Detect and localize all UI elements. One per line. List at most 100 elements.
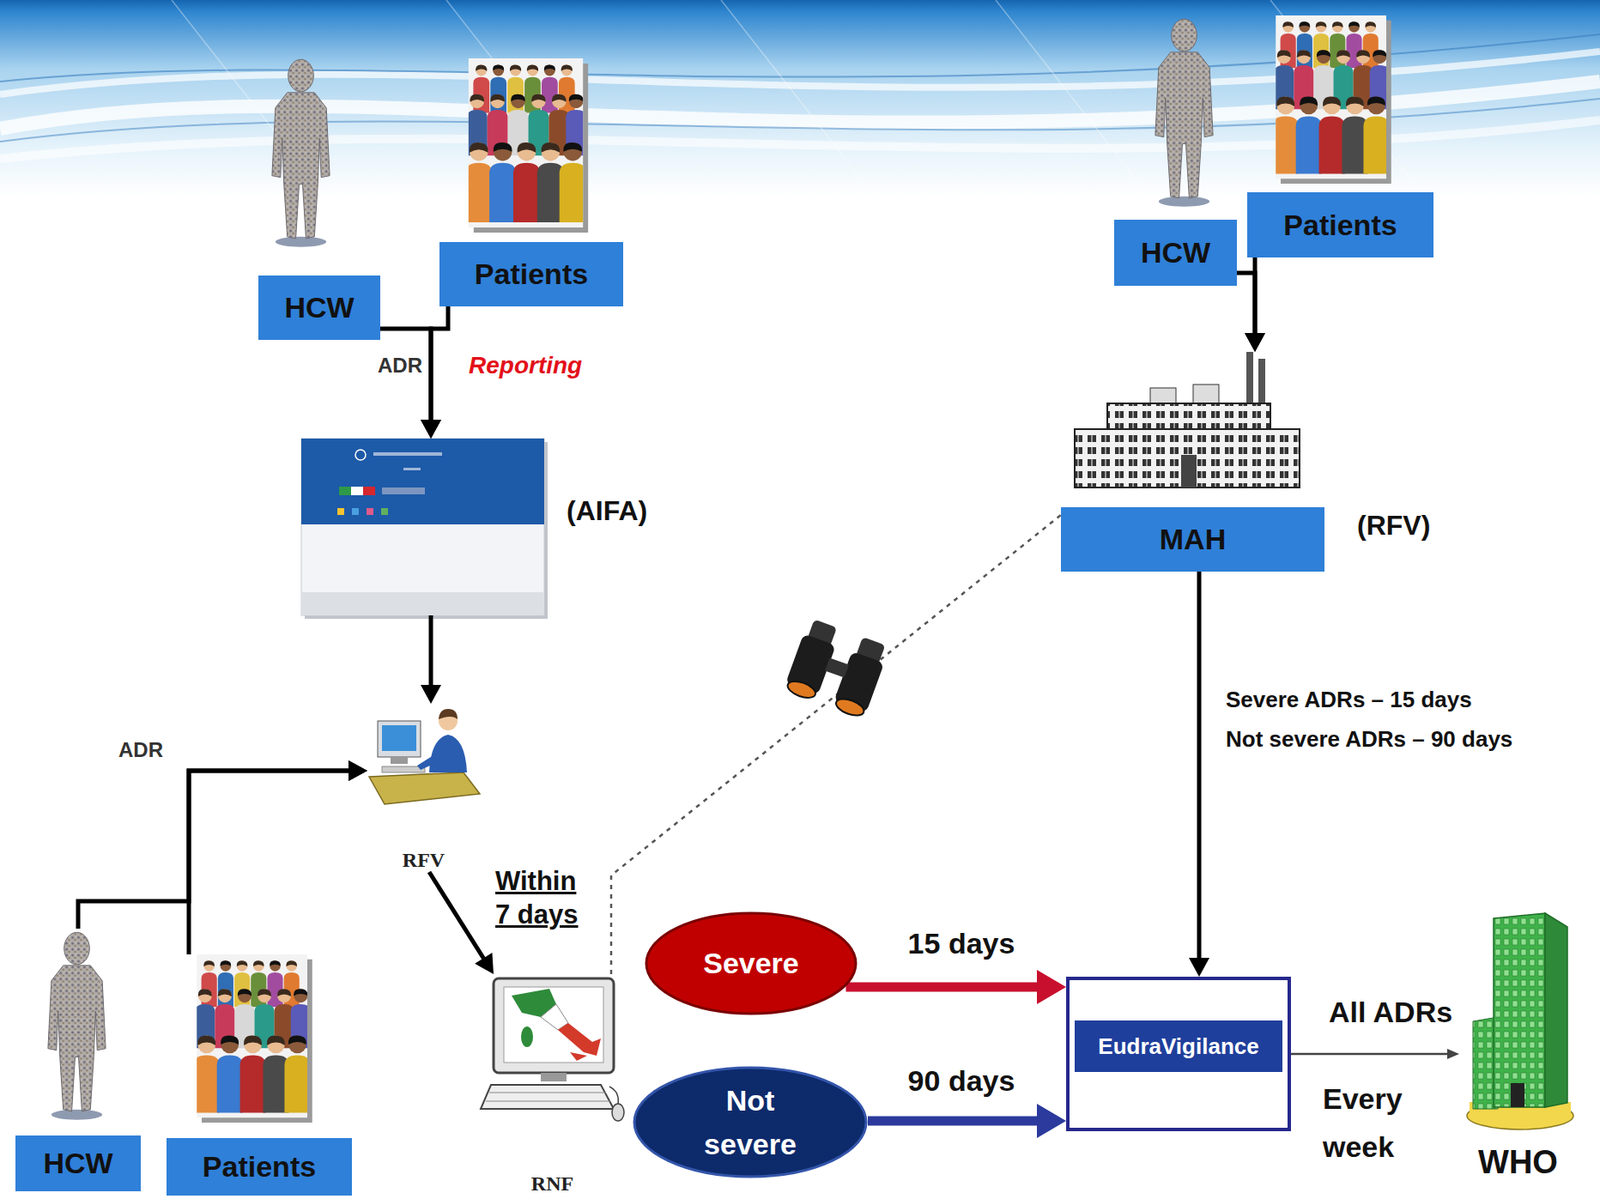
reporter-label-holder: Patients [166, 1138, 352, 1196]
aifa-website-screenshot [302, 592, 544, 615]
holder-office: (RFV) [1357, 509, 1431, 541]
health-care-worker-figure [272, 59, 330, 247]
national-network-computer [557, 1023, 601, 1056]
severity-label: Not severe [685, 1078, 815, 1167]
factory-building [1074, 351, 1300, 488]
connector-group [611, 515, 1061, 975]
arrowhead [1447, 1048, 1460, 1060]
officer-caption-holder: RFV [367, 848, 480, 873]
connector-group [188, 760, 368, 955]
connector [1253, 257, 1258, 340]
header-banner [171, 0, 1425, 198]
pharmacovigilance-officer-desk [377, 721, 421, 758]
health-care-worker-figure [48, 932, 106, 1120]
reporter-group: Patients [439, 58, 624, 307]
severity-ellipse: Not severe [632, 1066, 868, 1179]
deadline-label: 90 days [904, 1064, 1019, 1097]
connector [429, 872, 487, 964]
arrowhead [348, 760, 368, 782]
national-network-computer [485, 1092, 611, 1102]
severity-ellipse: Severe [644, 911, 858, 1016]
aifa-website-screenshot [301, 438, 548, 619]
reporter-group: HCW [1114, 15, 1237, 286]
ellipse-outline [646, 913, 856, 1014]
officer-caption: RFV [402, 848, 445, 872]
connector-group [420, 306, 449, 439]
pharmacovigilance-officer-desk [369, 772, 480, 805]
national-network-computer [569, 1052, 588, 1061]
agency-name-holder: (AIFA) [566, 495, 648, 528]
national-network-computer [612, 1103, 625, 1122]
reporter-group: Patients [1247, 15, 1434, 258]
holder-office-holder: (RFV) [1357, 509, 1431, 542]
reporter-group: HCW [258, 55, 381, 340]
timing-note: Within 7 days [495, 865, 594, 933]
flow-note-holder: Reporting [468, 351, 582, 380]
reporter-group: Patients [166, 954, 352, 1196]
arrowhead [420, 419, 442, 439]
ellipse-outline [632, 1066, 868, 1179]
factory-building [1107, 403, 1271, 430]
factory-building [1193, 384, 1219, 406]
flow-note: Reporting [468, 351, 582, 379]
binoculars-icon [824, 657, 849, 678]
connector [845, 982, 1046, 993]
connector-group [1290, 1048, 1460, 1060]
reporter-label: HCW [1140, 236, 1211, 270]
connector-group [1236, 272, 1266, 352]
transfer-label-holder: All ADRs [1325, 995, 1456, 1030]
aifa-website-screenshot [355, 449, 366, 461]
national-network-computer [480, 1084, 614, 1110]
reporter-label: Patients [1283, 208, 1397, 243]
network-caption-holder: RNF [479, 1171, 625, 1196]
national-network-computer [493, 978, 614, 1073]
deadline-label-holder: 15 days [904, 927, 1019, 961]
deadline-label: 15 days [904, 927, 1019, 960]
aifa-website-screenshot [403, 467, 421, 471]
holder-label-holder: MAH [1060, 507, 1325, 572]
connector [78, 770, 355, 929]
frequency-note-holder: Every week [1322, 1074, 1431, 1171]
aifa-website-screenshot [351, 486, 364, 496]
reporter-label-holder: HCW [258, 275, 381, 340]
national-network-computer [503, 987, 604, 1063]
reporter-label: Patients [474, 257, 588, 291]
network-caption: RNF [531, 1172, 574, 1195]
national-network-computer [609, 1086, 619, 1104]
reporter-label: Patients [202, 1150, 316, 1184]
who-building [1493, 913, 1546, 1108]
deadline-note: Severe ADRs – 15 days [1225, 686, 1473, 713]
aifa-website-screenshot [337, 508, 345, 516]
factory-building [1181, 454, 1197, 488]
aifa-website-screenshot [366, 508, 374, 516]
binoculars-icon [785, 678, 818, 702]
header-banner [0, 0, 1600, 198]
pharmacovigilance-officer-desk [390, 757, 408, 764]
aifa-website-screenshot [301, 438, 545, 525]
severity-label: Severe [703, 941, 800, 986]
reporter-label-holder: HCW [1114, 219, 1237, 286]
patients-crowd-picture [193, 15, 1392, 1123]
arrowhead [420, 419, 442, 439]
binoculars-icon [782, 618, 891, 721]
arrowhead [1036, 1103, 1067, 1139]
reporter-label-holder: Patients [439, 242, 624, 307]
reporter-label-holder: HCW [15, 1135, 141, 1192]
marketing-holder: MAH(RFV) [1060, 351, 1325, 572]
database-name: EudraVigilance [1097, 1033, 1259, 1061]
national-network-computer [480, 978, 625, 1122]
connector [611, 515, 1061, 975]
connector [1197, 571, 1202, 964]
connector [867, 1116, 1046, 1127]
reporter-group: HCW [15, 928, 141, 1192]
arrowhead [1188, 957, 1210, 977]
organisation-name: WHO [1478, 1144, 1558, 1181]
deadline-label-holder: 90 days [904, 1064, 1019, 1098]
arrowhead [348, 760, 368, 782]
flow-tag-holder: ADR [118, 738, 164, 763]
agency-portal: (AIFA) [301, 438, 545, 616]
database-box: EudraVigilance [1066, 976, 1291, 1132]
arrowhead [474, 952, 494, 975]
flow-tag: ADR [118, 738, 164, 762]
